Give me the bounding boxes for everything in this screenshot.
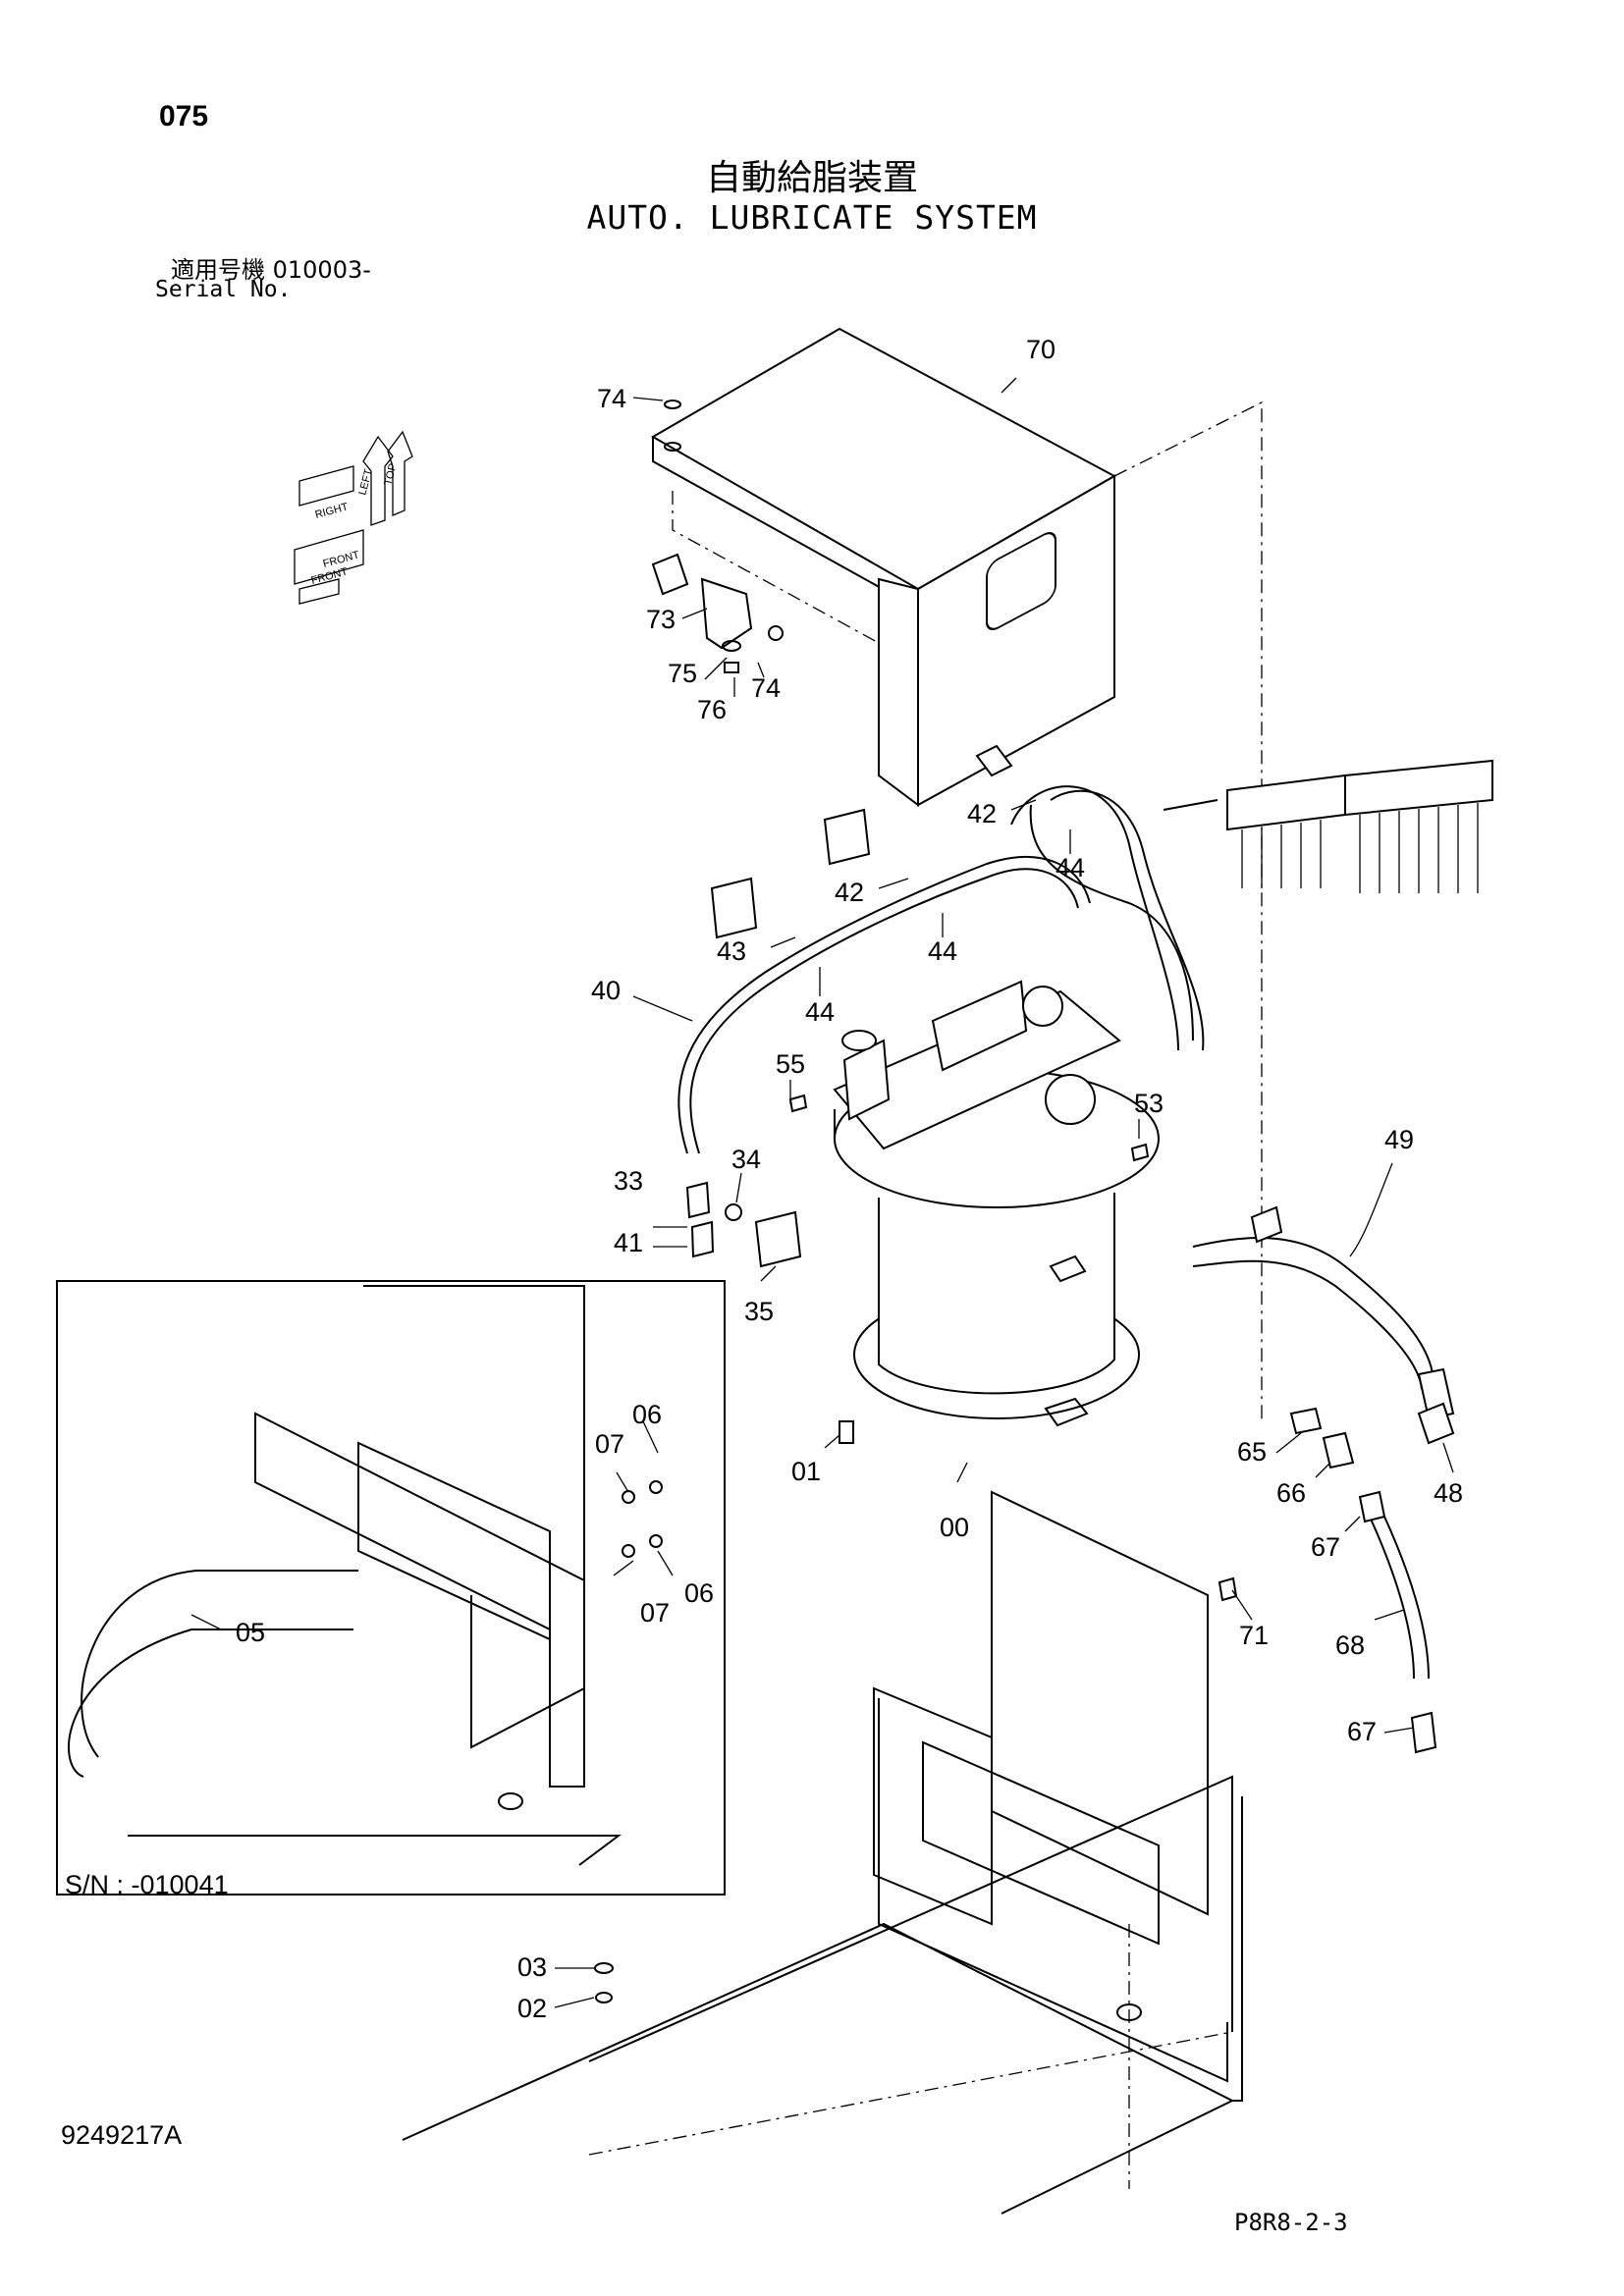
callout-48: 48 — [1434, 1478, 1463, 1508]
callout-73: 73 — [646, 605, 676, 634]
title-english: AUTO. LUBRICATE SYSTEM — [586, 198, 1038, 237]
hose-assembly-40 — [677, 744, 1205, 1154]
leader-lines — [190, 377, 1454, 2008]
callout-07: 07 — [640, 1598, 670, 1628]
inset-earlier-serials — [56, 1280, 726, 1896]
distributor-block — [1163, 759, 1493, 893]
callout-43: 43 — [717, 936, 746, 966]
callout-07: 07 — [595, 1429, 624, 1459]
bracket-part-73 — [651, 553, 784, 673]
base-frame — [402, 1490, 1243, 2215]
callout-67: 67 — [1311, 1532, 1340, 1562]
callout-35: 35 — [744, 1297, 774, 1326]
orientation-marker: RIGHT FRONT FRONT LEFT TOP — [294, 430, 413, 605]
callout-03: 03 — [517, 1952, 547, 1982]
callout-41: 41 — [614, 1228, 643, 1257]
callout-75: 75 — [668, 659, 697, 688]
callout-44: 44 — [1056, 853, 1085, 882]
hose-part-49 — [1192, 1205, 1455, 1754]
callout-74: 74 — [751, 673, 781, 703]
callout-66: 66 — [1276, 1478, 1306, 1508]
serial-range-japanese: 適用号機 010003- — [171, 256, 371, 284]
washer-nut-03-02 — [594, 1962, 614, 2003]
callout-76: 76 — [697, 695, 727, 724]
callout-49: 49 — [1384, 1125, 1414, 1154]
callout-01: 01 — [791, 1457, 821, 1486]
callout-55: 55 — [776, 1049, 805, 1079]
orientation-label-left: LEFT — [356, 467, 375, 496]
pump-tank-part-00 — [833, 980, 1160, 1427]
callout-71: 71 — [1239, 1621, 1269, 1650]
callout-42: 42 — [967, 799, 997, 828]
callout-00: 00 — [940, 1513, 969, 1542]
callout-34: 34 — [731, 1145, 761, 1174]
orientation-label-front-2: FRONT — [310, 565, 350, 586]
cover-part-70 — [650, 327, 1263, 1423]
orientation-label-right: RIGHT — [314, 501, 350, 521]
callout-labels: 70 74 73 74 75 76 42 44 42 44 43 44 40 5… — [236, 335, 1463, 2023]
callout-44: 44 — [805, 997, 835, 1027]
callout-65: 65 — [1237, 1437, 1267, 1467]
callout-33: 33 — [614, 1166, 643, 1196]
callout-70: 70 — [1026, 335, 1056, 364]
callout-05: 05 — [236, 1618, 265, 1647]
sheet-reference: P8R8-2-3 — [1234, 2209, 1348, 2236]
callout-68: 68 — [1335, 1630, 1365, 1660]
inset-serial-label: S/N : -010041 — [65, 1870, 229, 1899]
callout-06: 06 — [632, 1400, 662, 1429]
orientation-label-top: TOP — [382, 462, 399, 487]
callout-44: 44 — [928, 936, 957, 966]
page-number: 075 — [159, 100, 209, 133]
title-japanese: 自動給脂装置 — [705, 158, 918, 198]
callout-02: 02 — [517, 1994, 547, 2023]
callout-42: 42 — [835, 878, 864, 907]
callout-53: 53 — [1134, 1089, 1164, 1118]
callout-06: 06 — [684, 1578, 714, 1608]
callout-67: 67 — [1347, 1717, 1377, 1746]
drawing-number: 9249217A — [61, 2120, 183, 2150]
fittings-group — [685, 1094, 1150, 1444]
serial-label-english: Serial No. — [155, 277, 292, 302]
callout-74: 74 — [597, 384, 626, 413]
callout-40: 40 — [591, 976, 621, 1005]
